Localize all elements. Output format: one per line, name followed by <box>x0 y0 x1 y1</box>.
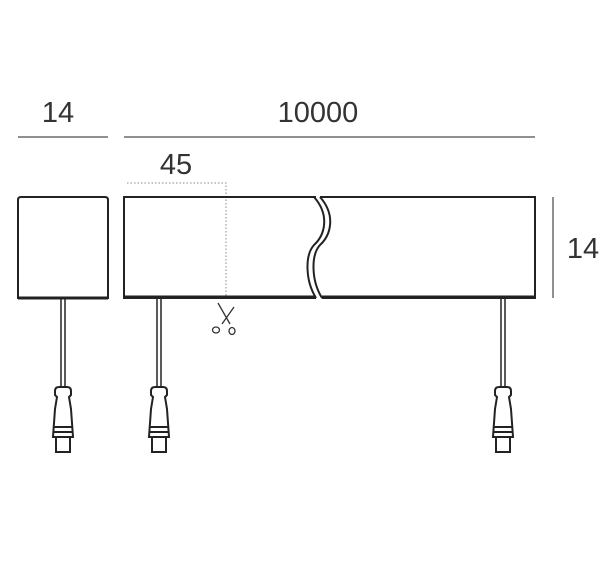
end-cap-body <box>17 196 109 299</box>
end-cap-connector-icon <box>52 298 74 453</box>
break-line <box>306 196 326 299</box>
cut-interval-label: 45 <box>160 149 192 181</box>
cut-interval-dotted-line <box>127 182 227 298</box>
scissors-icon <box>211 302 236 336</box>
height-label: 14 <box>567 233 599 265</box>
strip-body-right <box>320 196 536 299</box>
strip-length-label: 10000 <box>278 97 359 129</box>
strip-end-connector-icon <box>492 298 514 453</box>
strip-body-left <box>123 196 316 299</box>
strip-start-connector-icon <box>148 298 170 453</box>
end-cap-width-label: 14 <box>42 97 74 129</box>
